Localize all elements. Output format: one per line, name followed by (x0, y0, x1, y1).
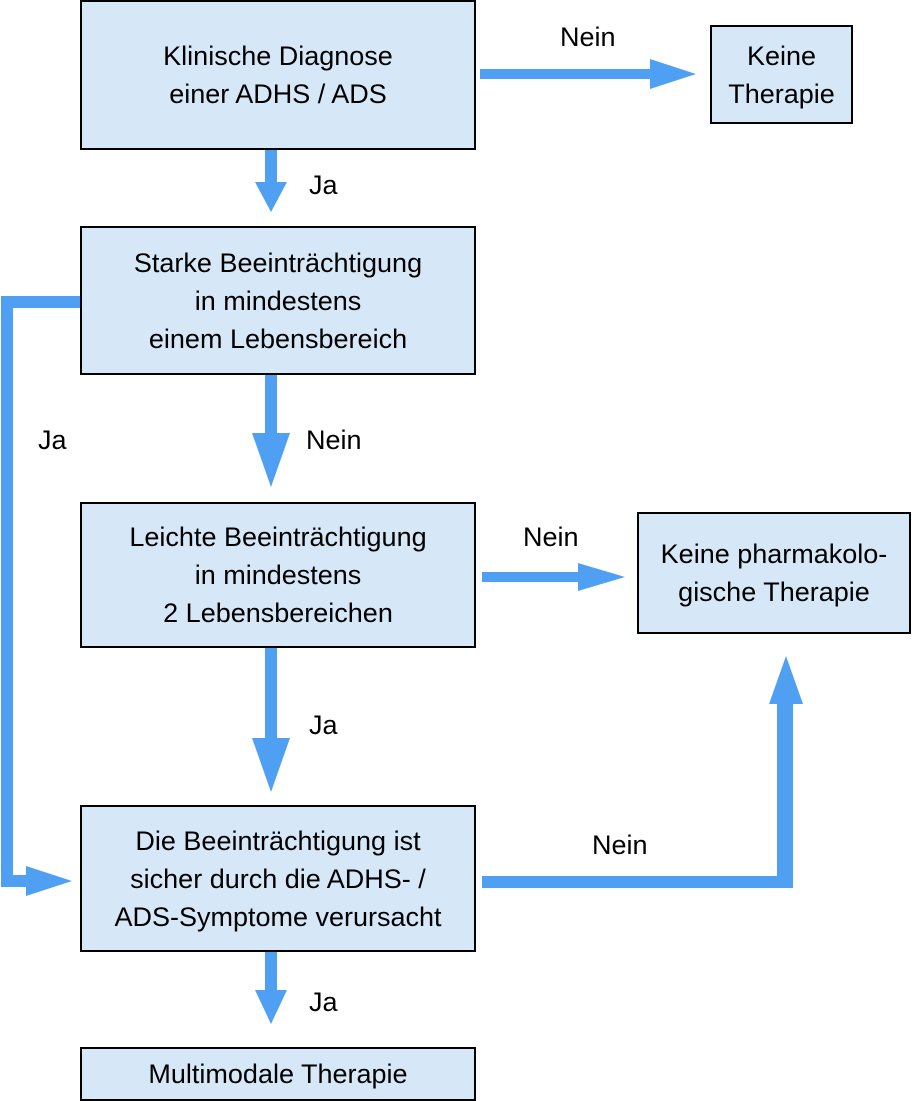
node-starke-text: Starke Beeinträchtigung in mindestens ei… (133, 247, 423, 354)
edge-label-starke-ja: Ja (38, 425, 67, 455)
arrow-starke-to-symptome (1, 296, 80, 896)
node-keine-therapie-text: Keine Therapie (728, 40, 835, 109)
node-keine-therapie: Keine Therapie (710, 25, 853, 124)
arrow-diagnose-to-starke (255, 150, 287, 212)
edge-label-starke-nein: Nein (306, 425, 362, 455)
edge-label-leichte-nein: Nein (523, 522, 579, 552)
edge-label-symptome-ja: Ja (309, 987, 338, 1017)
node-diagnose: Klinische Diagnose einer ADHS / ADS (80, 0, 476, 150)
arrow-diagnose-to-keine-therapie (480, 59, 696, 89)
node-keine-pharmakologische-therapie: Keine pharmakolo- gische Therapie (637, 512, 911, 634)
node-multimodale-therapie: Multimodale Therapie (80, 1047, 476, 1101)
arrow-symptome-to-multimodal (255, 952, 287, 1024)
arrow-leichte-to-keine-pharma (482, 563, 625, 591)
node-multimodal-text: Multimodale Therapie (148, 1059, 408, 1089)
node-symptome-text: Die Beeinträchtigung ist sicher durch di… (114, 825, 442, 932)
node-leichte-text: Leichte Beeinträchtigung in mindestens 2… (129, 522, 427, 628)
node-symptome-verursacht: Die Beeinträchtigung ist sicher durch di… (80, 805, 476, 952)
edge-label-diagnose-ja: Ja (309, 170, 338, 200)
node-keine-pharma-text: Keine pharmakolo- gische Therapie (660, 539, 888, 607)
arrow-starke-to-leichte (252, 375, 290, 487)
node-diagnose-text: Klinische Diagnose einer ADHS / ADS (163, 41, 393, 109)
edge-label-diagnose-nein: Nein (560, 22, 616, 52)
node-leichte-beeintraechtigung: Leichte Beeinträchtigung in mindestens 2… (80, 502, 476, 648)
edge-label-symptome-nein: Nein (592, 830, 648, 860)
arrow-leichte-to-symptome (252, 648, 290, 792)
node-starke-beeintraechtigung: Starke Beeinträchtigung in mindestens ei… (80, 226, 476, 375)
edge-label-leichte-ja: Ja (309, 710, 338, 740)
